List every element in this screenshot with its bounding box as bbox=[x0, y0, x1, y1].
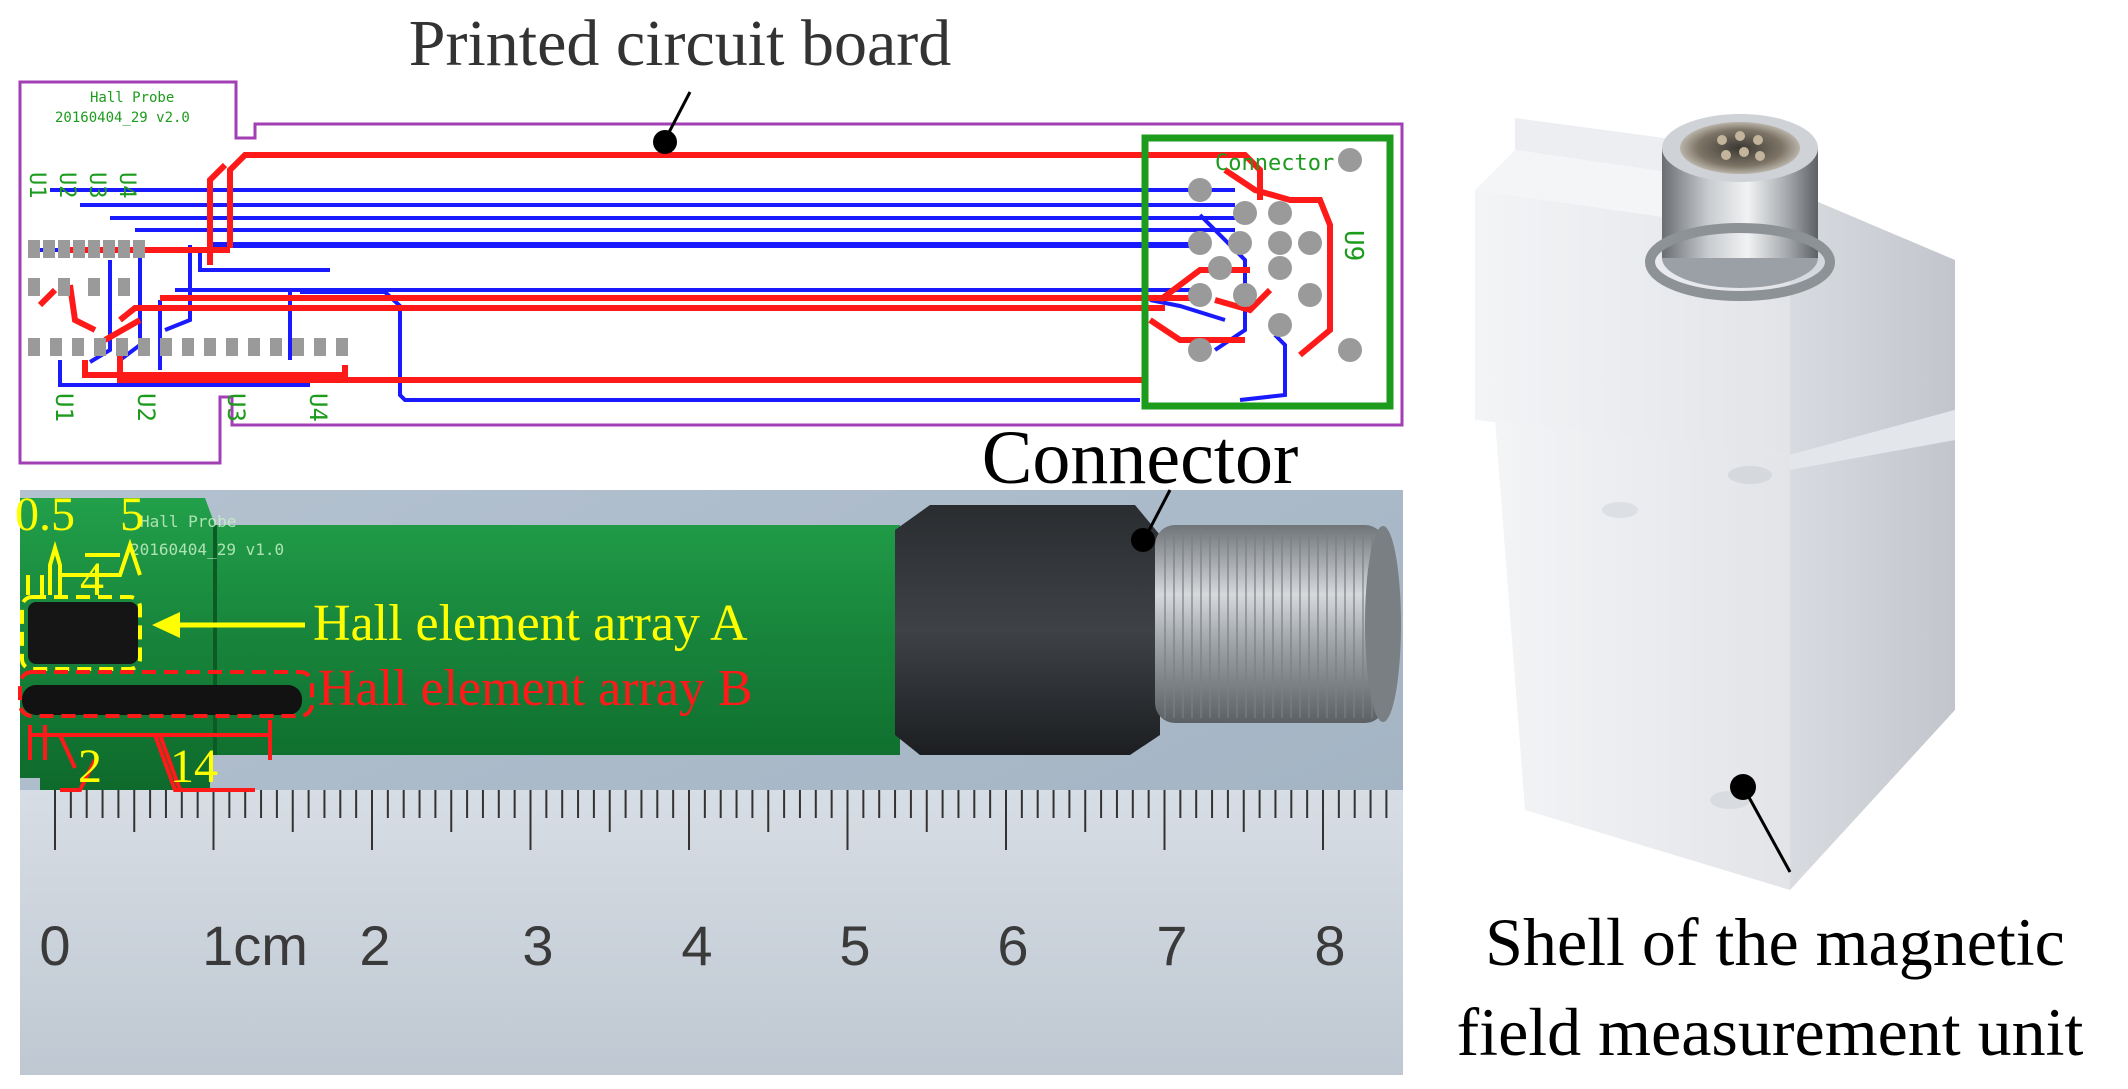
ruler-label-6: 6 bbox=[997, 914, 1028, 977]
pcb-title-leader-dot bbox=[653, 130, 677, 154]
pcb-title-label: Printed circuit board bbox=[409, 7, 952, 80]
pcb-silk-u2: U2 bbox=[54, 172, 79, 199]
array-b-dim-2: 2 bbox=[78, 740, 102, 793]
photo-connector-thread-lines bbox=[1164, 530, 1373, 718]
pcb-silk-u3: U3 bbox=[84, 172, 109, 199]
probe-photo: Hall Probe 20160404_29 v1.0 0 1cm 2 3 4 … bbox=[15, 488, 1403, 1075]
pcb-hall-pads bbox=[28, 240, 348, 356]
shell-hole-1 bbox=[1728, 466, 1772, 484]
ruler-label-5: 5 bbox=[839, 914, 870, 977]
shell-label-line2: field measurement unit bbox=[1457, 994, 2084, 1070]
pcb-silk-u-bottom-1: U1 bbox=[50, 393, 78, 422]
pcb-silk-u1: U1 bbox=[24, 172, 49, 199]
pcb-silk-u4: U4 bbox=[114, 172, 139, 199]
array-b-dimension bbox=[28, 720, 272, 792]
shell-photo bbox=[1475, 114, 1955, 890]
pcb-top-traces bbox=[37, 152, 1333, 383]
array-a-dim-4: 4 bbox=[80, 553, 104, 606]
array-b-label: Hall element array B bbox=[318, 660, 753, 717]
shell-leader bbox=[1743, 789, 1792, 873]
ruler-label-8: 8 bbox=[1314, 914, 1345, 977]
pcb-silk-revision: 20160404_29 v2.0 bbox=[55, 110, 190, 126]
photo-pcb-silk-title: Hall Probe bbox=[140, 512, 236, 531]
array-b-box bbox=[18, 670, 314, 718]
ruler-labels: 0 1cm 2 3 4 5 6 7 8 bbox=[39, 914, 1345, 977]
photo-connector-end bbox=[1365, 526, 1401, 722]
pcb-connector-pads bbox=[1188, 148, 1362, 362]
ruler-label-2: 2 bbox=[359, 914, 390, 977]
pcb-silk-bottom-labels: U1 U2 U3 U4 bbox=[50, 393, 332, 422]
array-a-dim-05: 0.5 bbox=[15, 488, 75, 541]
pcb-silk-u-bottom-4: U4 bbox=[304, 393, 332, 422]
shell-socket-collar bbox=[1645, 223, 1835, 301]
pcb-board-outline bbox=[18, 80, 1404, 465]
shell-lower-side bbox=[1790, 440, 1955, 890]
array-a-dimension bbox=[26, 538, 142, 595]
pcb-connector-footprint bbox=[1141, 134, 1394, 410]
pcb-silk-connector: Connector bbox=[1215, 151, 1334, 176]
pcb-silk-u-bottom-2: U2 bbox=[132, 393, 160, 422]
connector-label: Connector bbox=[982, 416, 1299, 500]
array-a-arrow-head bbox=[152, 612, 180, 638]
shell-leader-dot bbox=[1730, 774, 1756, 800]
ruler-label-3: 3 bbox=[522, 914, 553, 977]
ruler-label-7: 7 bbox=[1156, 914, 1187, 977]
ruler-label-0: 0 bbox=[39, 914, 70, 977]
pcb-layout: Connector U9 bbox=[18, 80, 1404, 465]
shell-lower-step bbox=[1790, 410, 1955, 470]
ruler-label-1cm: 1cm bbox=[202, 914, 308, 977]
shell-hole-2 bbox=[1602, 502, 1638, 518]
hall-chip-b bbox=[22, 685, 302, 715]
ruler-body bbox=[20, 790, 1403, 1075]
shell-socket-inner bbox=[1680, 122, 1800, 174]
hall-chip-a bbox=[28, 602, 138, 664]
pcb-silk-u9: U9 bbox=[1338, 230, 1368, 261]
shell-lower-front bbox=[1495, 420, 1790, 890]
pcb-silk-u-labels: U1 U2 U3 U4 bbox=[24, 172, 139, 199]
pcb-silk-title: Hall Probe bbox=[90, 90, 174, 106]
photo-connector-boot bbox=[895, 505, 1160, 755]
ruler-ticks bbox=[54, 790, 1388, 850]
pcb-bottom-traces bbox=[30, 188, 1287, 402]
shell-socket-pins bbox=[1717, 131, 1765, 161]
array-a-label: Hall element array A bbox=[313, 595, 748, 652]
photo-connector-thread bbox=[1155, 525, 1385, 723]
shell-label-line1: Shell of the magnetic bbox=[1485, 904, 2065, 980]
array-b-dim-14: 14 bbox=[170, 740, 218, 793]
ruler-label-4: 4 bbox=[681, 914, 712, 977]
photo-pcb-silk-rev: 20160404_29 v1.0 bbox=[130, 540, 284, 559]
array-a-dim-5: 5 bbox=[120, 488, 144, 541]
array-a-box bbox=[20, 595, 142, 671]
connector-leader-dot bbox=[1131, 528, 1155, 552]
pcb-silk-u-bottom-3: U3 bbox=[222, 393, 250, 422]
